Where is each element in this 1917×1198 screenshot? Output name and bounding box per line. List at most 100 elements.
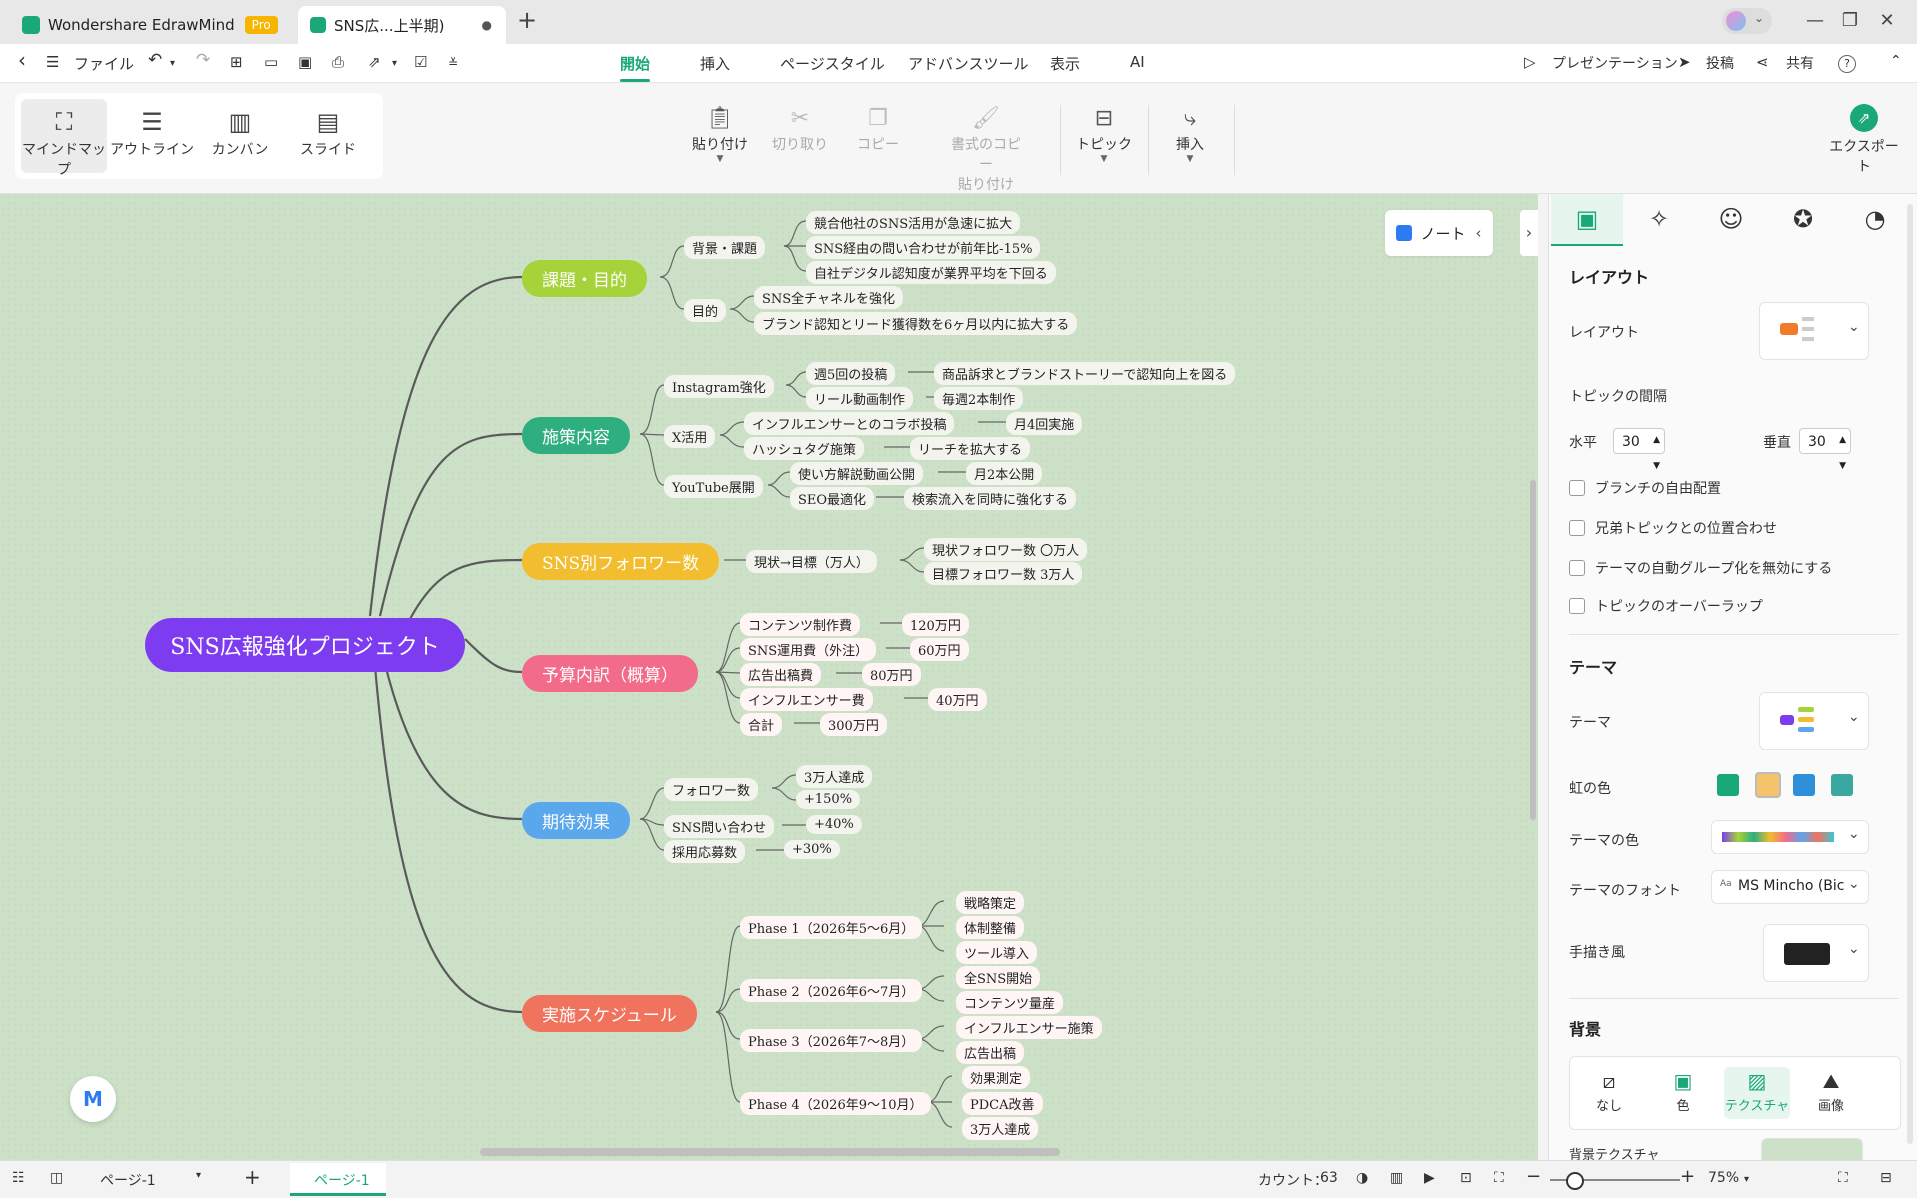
subtopic[interactable]: リール動画制作 [806, 387, 914, 410]
subtopic[interactable]: +40% [806, 815, 862, 834]
theme-dropdown[interactable]: ⌄ [1759, 692, 1869, 750]
panel-tab-layout[interactable]: ▣ [1551, 194, 1623, 246]
note-panel-button[interactable]: ノート ‹ [1385, 210, 1493, 256]
minimize-button[interactable]: — [1806, 10, 1824, 31]
insert-button[interactable]: ⤷ 挿入 ▼ [1160, 104, 1220, 164]
add-page-button[interactable]: + [244, 1165, 261, 1189]
rainbow-option-3[interactable] [1793, 774, 1815, 796]
ai-assistant-logo-button[interactable]: M [70, 1076, 116, 1122]
open-folder-icon[interactable]: ▭ [264, 53, 279, 71]
subtopic[interactable]: 3万人達成 [796, 765, 873, 788]
save-icon[interactable]: ▣ [298, 53, 313, 71]
zoom-in-button[interactable]: + [1680, 1166, 1696, 1187]
rainbow-option-1[interactable] [1717, 774, 1739, 796]
zoom-out-button[interactable]: − [1526, 1166, 1542, 1187]
subtopic[interactable]: Phase 2（2026年6～7月） [740, 979, 923, 1002]
fit-page-icon[interactable]: ⊡ [1460, 1170, 1472, 1186]
topic-followers[interactable]: SNS別フォロワー数 [522, 543, 720, 580]
topic-overlap-checkbox[interactable]: トピックのオーバーラップ [1569, 596, 1763, 616]
subtopic[interactable]: 毎週2本制作 [934, 387, 1024, 410]
subtopic[interactable]: 競合他社のSNS活用が急速に拡大 [806, 211, 1021, 234]
view-mindmap-button[interactable]: ⛶ マインドマップ [21, 99, 107, 178]
page-tab[interactable]: ページ-1 [290, 1163, 386, 1196]
checkbox-box[interactable] [1569, 480, 1585, 496]
print-icon[interactable]: ⎙ [332, 53, 345, 71]
subtopic[interactable]: SEO最適化 [790, 487, 875, 510]
format-painter-button[interactable]: 🖌︎ 書式のコピー 貼り付け [946, 104, 1026, 194]
copy-button[interactable]: ❐ コピー [848, 104, 908, 154]
subtopic[interactable]: リーチを拡大する [910, 437, 1031, 460]
app-tab[interactable]: Wondershare EdrawMind Pro [10, 6, 290, 44]
panel-tab-style[interactable]: ✪ [1767, 194, 1839, 244]
tab-home[interactable]: 開始 [620, 55, 651, 82]
layout-dropdown[interactable]: ⌄ [1759, 302, 1869, 360]
vertical-spacing-input[interactable]: 30 ▲▼ [1799, 428, 1851, 471]
subtopic[interactable]: 全SNS開始 [956, 966, 1041, 989]
subtopic[interactable]: SNS全チャネルを強化 [754, 286, 904, 309]
subtopic[interactable]: SNS経由の問い合わせが前年比-15% [806, 236, 1041, 259]
tab-view[interactable]: 表示 [1050, 55, 1081, 73]
free-branch-checkbox[interactable]: ブランチの自由配置 [1569, 478, 1721, 498]
topic-measures[interactable]: 施策内容 [522, 417, 630, 454]
page-panel-icon[interactable]: ◫ [50, 1170, 64, 1186]
horizontal-spacing-input[interactable]: 30 ▲▼ [1613, 428, 1665, 471]
subtopic[interactable]: SNS問い合わせ [664, 815, 775, 838]
subtopic[interactable]: PDCA改善 [962, 1092, 1043, 1115]
disable-auto-group-checkbox[interactable]: テーマの自動グループ化を無効にする [1569, 558, 1832, 578]
collapse-ribbon-icon[interactable]: ⌃ [1890, 53, 1902, 69]
restore-button[interactable]: ❐ [1841, 10, 1859, 31]
subtopic[interactable]: 採用応募数 [664, 840, 746, 863]
presentation-button[interactable]: プレゼンテーション [1552, 56, 1678, 72]
vertical-scrollbar[interactable] [1530, 480, 1536, 820]
fullscreen-fit-icon[interactable]: ⛶ [1494, 1170, 1504, 1186]
subtopic[interactable]: ツール導入 [956, 941, 1038, 964]
subtopic[interactable]: コンテンツ制作費 [740, 613, 861, 636]
book-view-icon[interactable]: ▥ [1390, 1170, 1404, 1186]
subtopic[interactable]: コンテンツ量産 [956, 991, 1064, 1014]
view-slide-button[interactable]: ▤ スライド [285, 99, 371, 173]
outline-toggle-icon[interactable]: ☷ [12, 1170, 25, 1186]
document-tab[interactable]: SNS広...上半期) ● [298, 6, 506, 44]
subtopic[interactable]: +150% [796, 790, 861, 809]
checklist-icon[interactable]: ☑ [414, 53, 428, 71]
topic-dropdown-icon[interactable]: ▼ [1100, 154, 1108, 164]
share-button[interactable]: 共有 [1786, 56, 1814, 72]
insert-dropdown-icon[interactable]: ▼ [1186, 154, 1194, 164]
panel-tab-sticker[interactable]: ☺ [1695, 194, 1767, 244]
bg-texture-option[interactable]: ▨ テクスチャ [1724, 1067, 1790, 1119]
view-kanban-button[interactable]: ▥ カンバン [197, 99, 283, 173]
tab-ai[interactable]: AI [1130, 53, 1145, 71]
tab-insert[interactable]: 挿入 [700, 55, 731, 73]
subtopic[interactable]: インフルエンサー費 [740, 688, 873, 711]
horizontal-scrollbar[interactable] [480, 1148, 1060, 1156]
subtopic[interactable]: 広告出稿費 [740, 663, 822, 686]
more-tools-icon[interactable]: ≚ [448, 56, 459, 70]
subtopic[interactable]: Phase 4（2026年9～10月） [740, 1092, 931, 1115]
subtopic[interactable]: 戦略策定 [956, 891, 1025, 914]
subtopic[interactable]: SNS運用費（外注） [740, 638, 877, 661]
panel-scrollbar[interactable] [1907, 204, 1913, 1144]
subtopic[interactable]: 使い方解説動画公開 [790, 462, 924, 485]
subtopic[interactable]: 検索流入を同時に強化する [904, 487, 1077, 510]
subtopic[interactable]: インフルエンサーとのコラボ投稿 [744, 412, 955, 435]
focus-mode-icon[interactable]: ◑ [1356, 1170, 1369, 1186]
panel-collapse-button[interactable]: › [1520, 210, 1538, 256]
subtopic[interactable]: 80万円 [862, 663, 921, 686]
checkbox-box[interactable] [1569, 520, 1585, 536]
stepper-icon[interactable]: ▲▼ [1839, 435, 1846, 471]
mindmap-canvas[interactable]: SNS広報強化プロジェクト 課題・目的 施策内容 SNS別フォロワー数 予算内訳… [0, 194, 1538, 1160]
theme-font-dropdown[interactable]: Aa MS Mincho (Bic ⌄ [1711, 870, 1869, 904]
new-file-icon[interactable]: ⊞ [230, 53, 243, 71]
back-arrow-icon[interactable]: ‹ [18, 48, 26, 72]
paste-dropdown-icon[interactable]: ▼ [716, 154, 724, 164]
subtopic[interactable]: 商品訴求とブランドストーリーで認知向上を図る [934, 362, 1236, 385]
subtopic[interactable]: Instagram強化 [664, 375, 774, 398]
export-button[interactable]: ⇗ エクスポート [1824, 104, 1904, 176]
topic-schedule[interactable]: 実施スケジュール [522, 995, 697, 1032]
tab-page-style[interactable]: ページスタイル [780, 55, 885, 73]
subtopic[interactable]: Phase 1（2026年5～6月） [740, 916, 923, 939]
bg-texture-preview[interactable] [1761, 1138, 1863, 1161]
subtopic[interactable]: 300万円 [820, 713, 887, 736]
close-button[interactable]: ✕ [1879, 10, 1895, 31]
play-icon[interactable]: ▶ [1424, 1170, 1435, 1186]
